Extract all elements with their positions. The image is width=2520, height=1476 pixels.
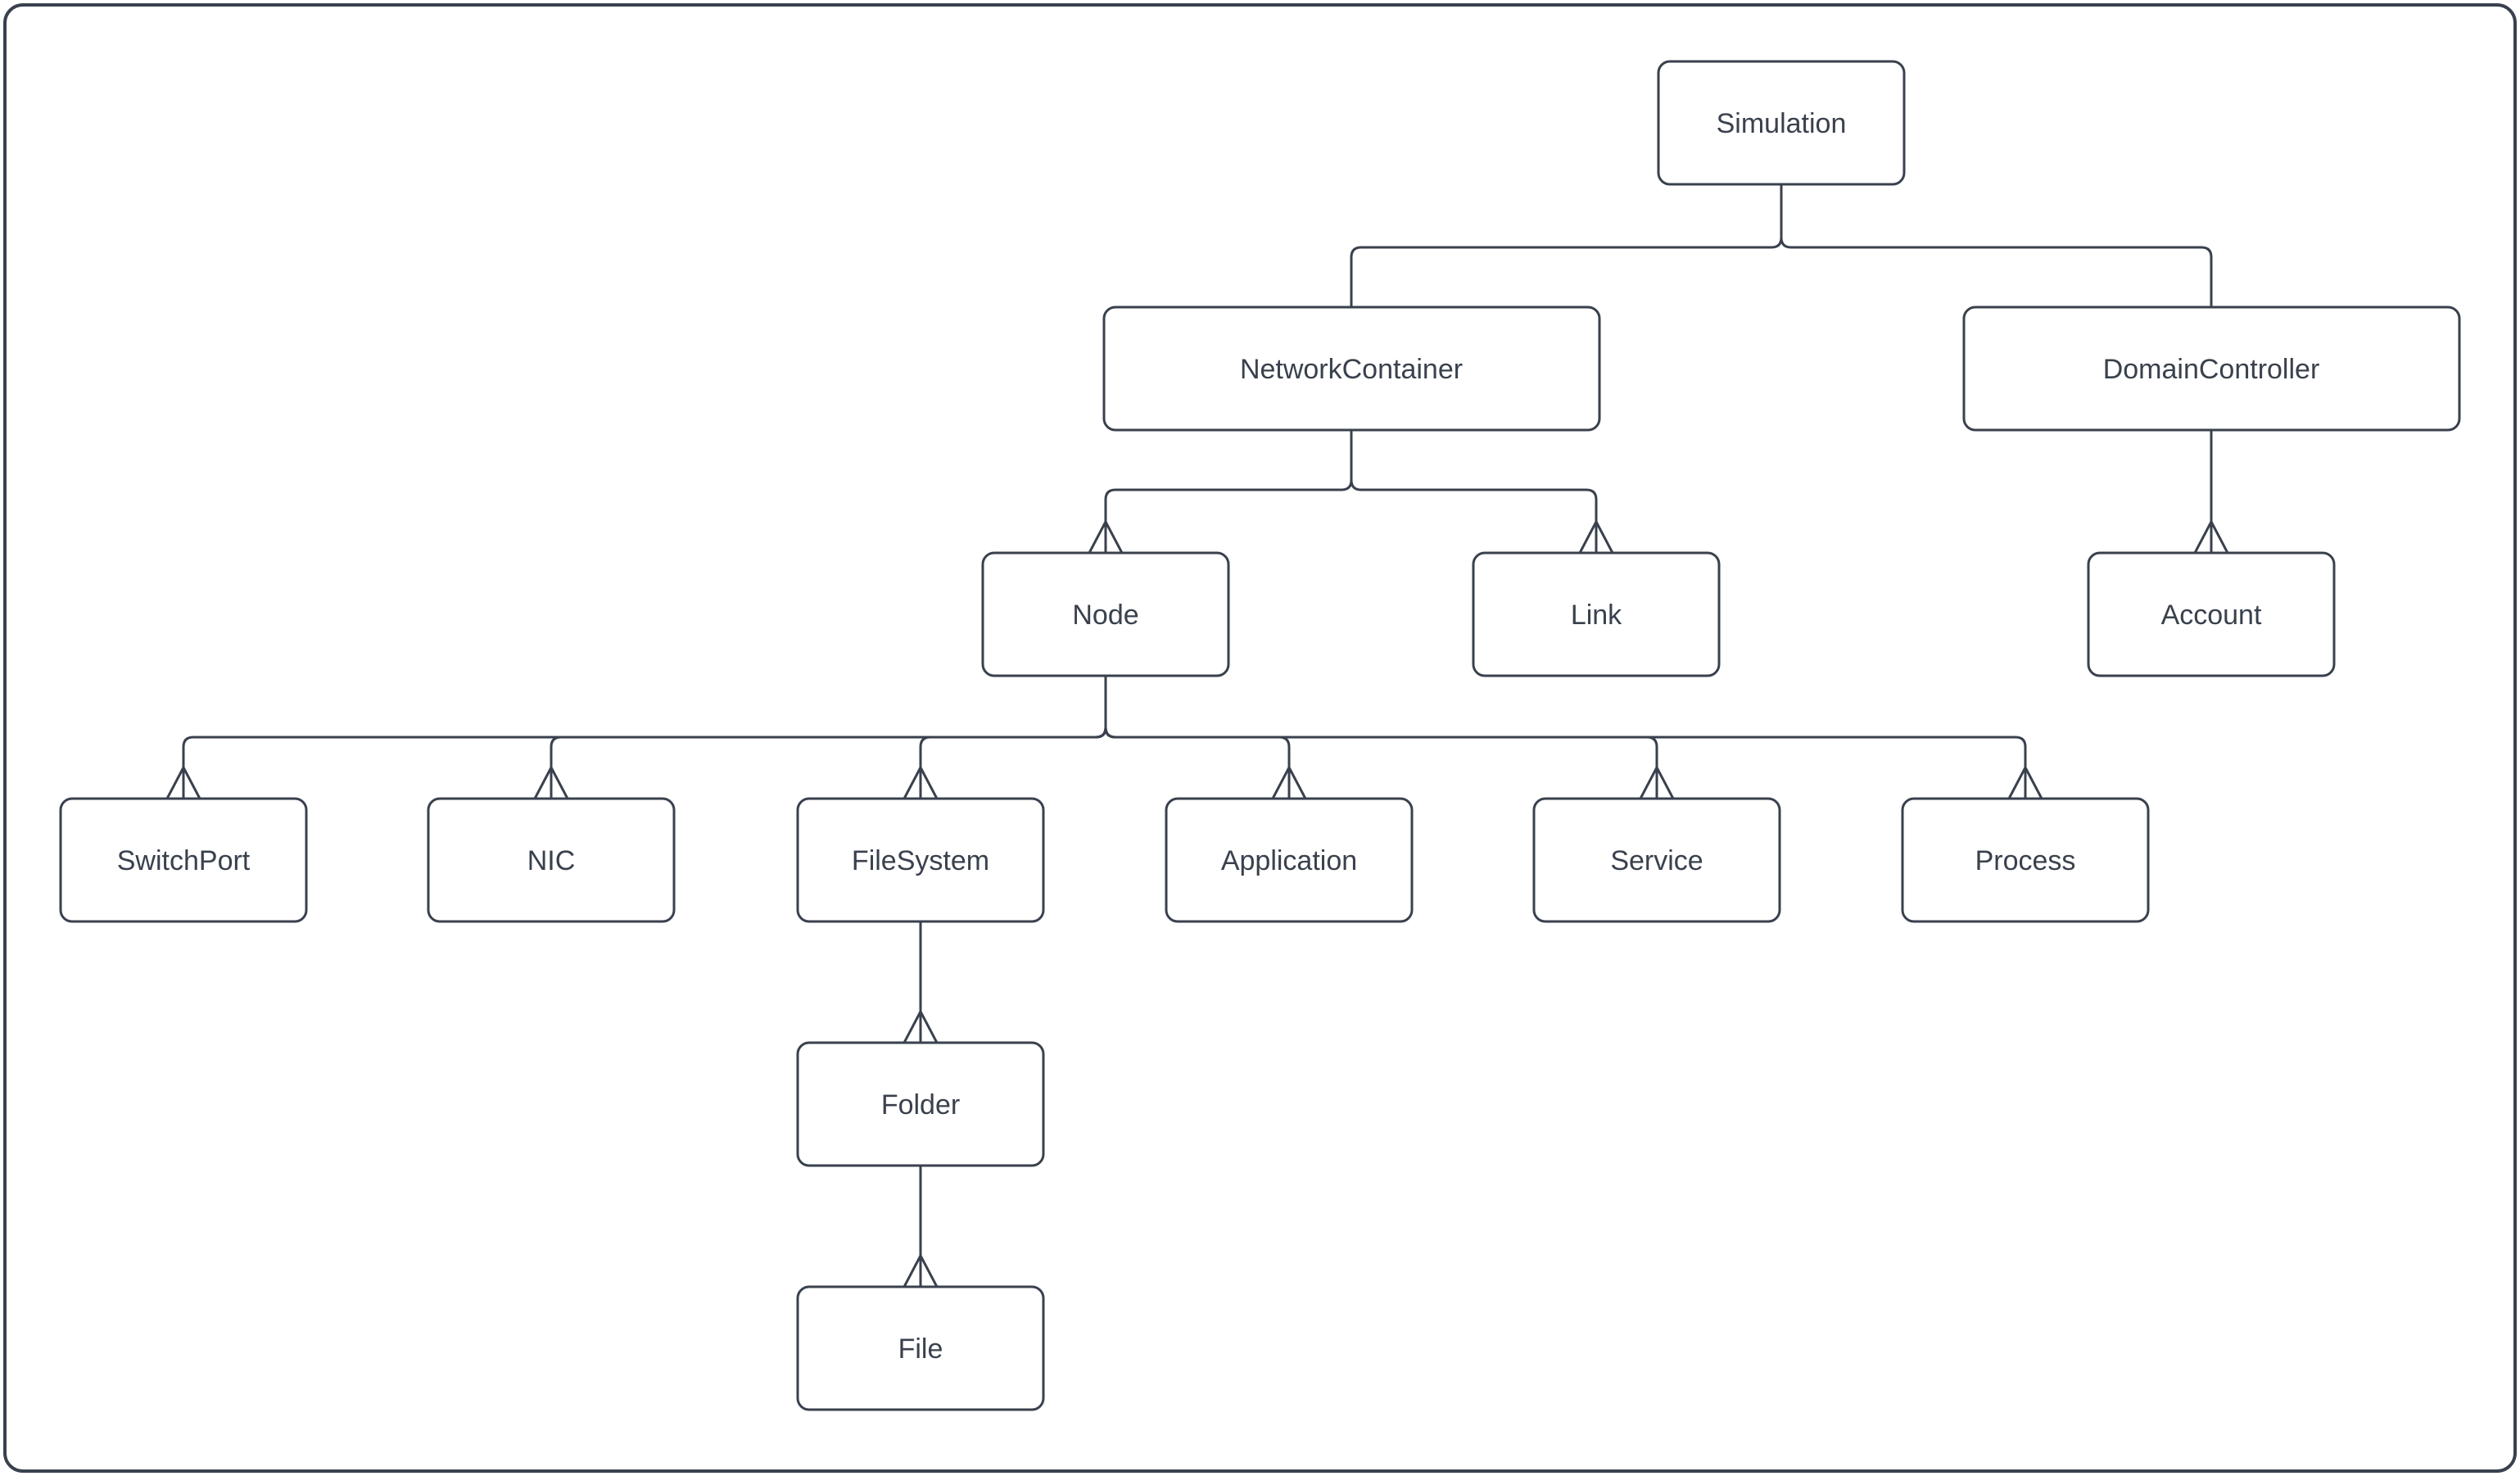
node-service[interactable]: Service	[1532, 797, 1781, 923]
node-file-system[interactable]: FileSystem	[796, 797, 1045, 923]
edge-simulation-domaincontroller	[1780, 184, 2213, 307]
node-domain-controller[interactable]: DomainController	[1962, 306, 2461, 432]
node-box-simulation[interactable]	[1657, 60, 1906, 186]
node-label-network-container: NetworkContainer	[1240, 354, 1463, 385]
edge-node-filesystem	[903, 676, 1107, 799]
node-simulation[interactable]: Simulation	[1657, 60, 1906, 186]
node-box-switch-port[interactable]	[59, 797, 308, 923]
node-box-process[interactable]	[1901, 797, 2150, 923]
node-box-link[interactable]	[1472, 551, 1721, 677]
node-box-account[interactable]	[2087, 551, 2336, 677]
node-box-domain-controller[interactable]	[1962, 306, 2461, 432]
node-label-link: Link	[1571, 600, 1622, 631]
node-box-application[interactable]	[1165, 797, 1414, 923]
edge-domaincontroller-account	[2193, 430, 2229, 554]
node-folder[interactable]: Folder	[796, 1041, 1045, 1167]
node-box-folder[interactable]	[796, 1041, 1045, 1167]
node-label-file-system: FileSystem	[852, 845, 989, 876]
node-box-service[interactable]	[1532, 797, 1781, 923]
node-label-process: Process	[1975, 845, 2076, 876]
node-label-service: Service	[1610, 845, 1703, 876]
edge-folder-file	[903, 1166, 939, 1288]
edge-networkcontainer-link	[1350, 430, 1614, 554]
node-label-folder: Folder	[881, 1089, 960, 1121]
node-label-account: Account	[2161, 600, 2262, 631]
node-box-file-system[interactable]	[796, 797, 1045, 923]
edge-node-process	[1104, 676, 2043, 799]
node-label-simulation: Simulation	[1717, 108, 1847, 139]
node-box-node[interactable]	[981, 551, 1230, 677]
node-network-container[interactable]: NetworkContainer	[1102, 306, 1601, 432]
node-link[interactable]: Link	[1472, 551, 1721, 677]
node-node[interactable]: Node	[981, 551, 1230, 677]
node-box-file[interactable]	[796, 1285, 1045, 1411]
node-switch-port[interactable]: SwitchPort	[59, 797, 308, 923]
node-process[interactable]: Process	[1901, 797, 2150, 923]
edge-simulation-networkcontainer	[1350, 184, 1783, 307]
node-account[interactable]: Account	[2087, 551, 2336, 677]
node-label-application: Application	[1221, 845, 1357, 876]
canvas-frame	[3, 3, 2517, 1473]
node-label-domain-controller: DomainController	[2103, 354, 2320, 385]
node-file[interactable]: File	[796, 1285, 1045, 1411]
edge-filesystem-folder	[903, 921, 939, 1044]
node-application[interactable]: Application	[1165, 797, 1414, 923]
node-label-file: File	[898, 1333, 943, 1365]
node-nic[interactable]: NIC	[427, 797, 676, 923]
node-box-network-container[interactable]	[1102, 306, 1601, 432]
node-label-switch-port: SwitchPort	[117, 845, 251, 876]
node-box-nic[interactable]	[427, 797, 676, 923]
node-label-node: Node	[1072, 600, 1138, 631]
edge-networkcontainer-node	[1088, 430, 1353, 554]
node-label-nic: NIC	[527, 845, 576, 876]
